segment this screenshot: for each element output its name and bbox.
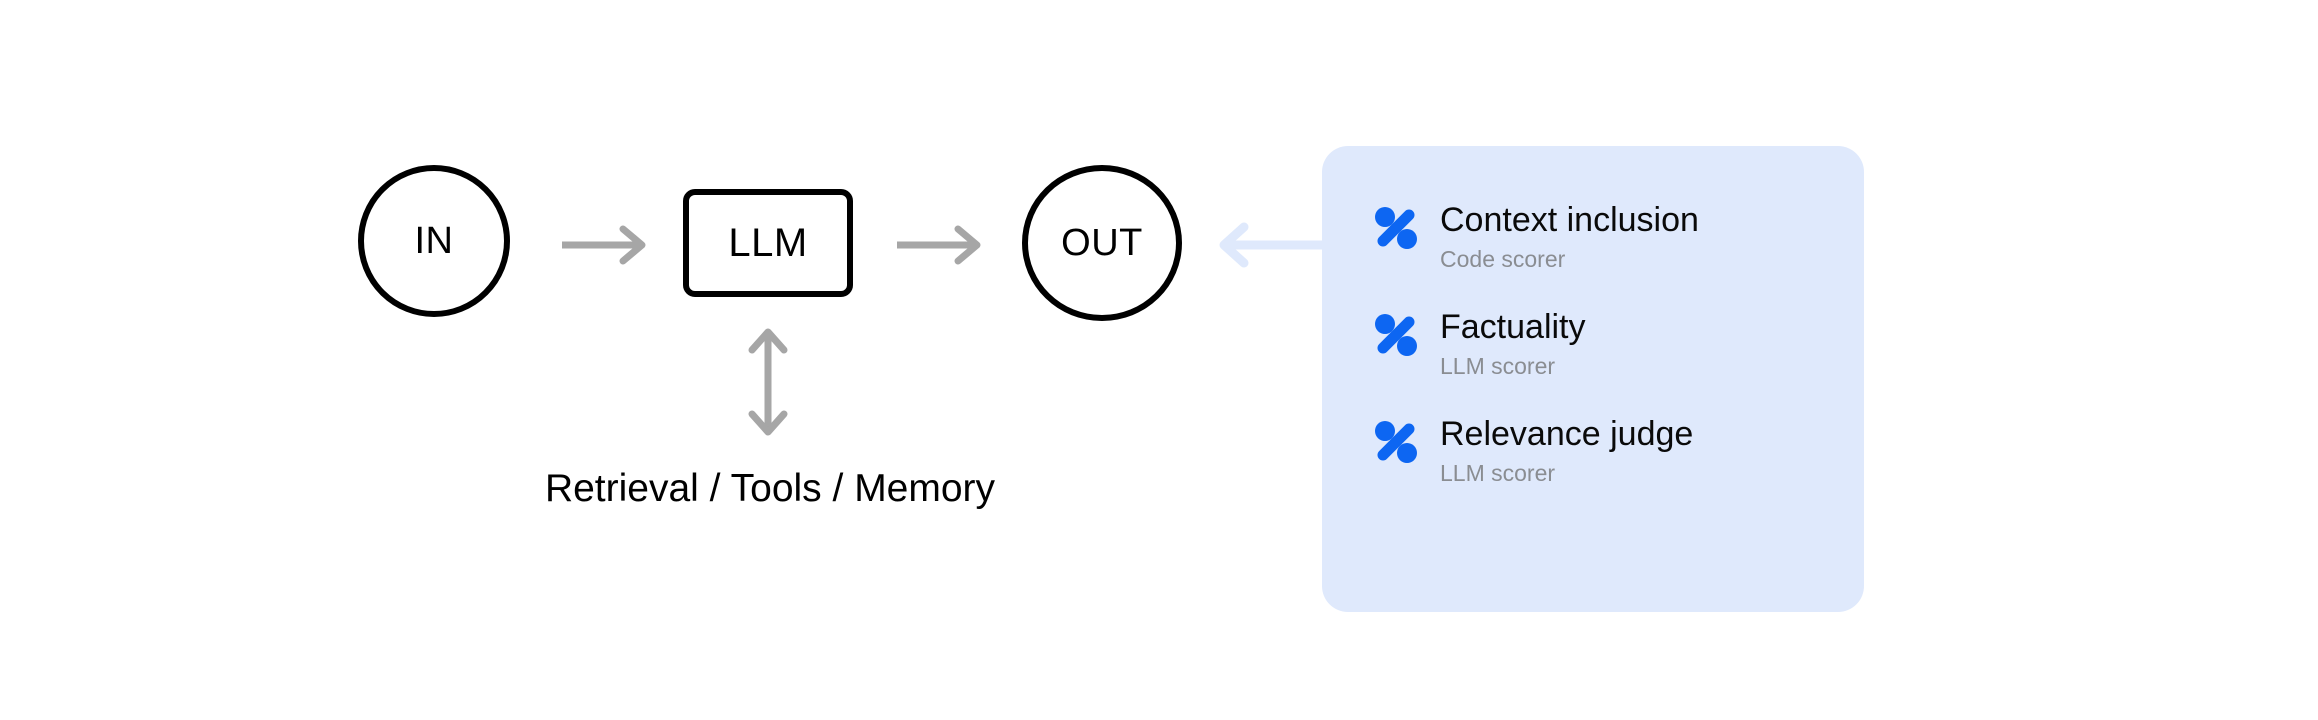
percent-scorer-icon — [1375, 314, 1417, 357]
percent-scorer-icon — [1375, 421, 1417, 464]
scorer-item-subtitle: Code scorer — [1440, 246, 1566, 273]
arrow-right-icon-in-to-llm — [562, 225, 646, 265]
tools-caption: Retrieval / Tools / Memory — [544, 467, 996, 510]
pipeline-node-llm: LLM — [683, 189, 853, 297]
pipeline-node-llm-label: LLM — [728, 221, 808, 265]
scorer-item-title: Relevance judge — [1440, 415, 1694, 454]
pipeline-node-out-label: OUT — [1061, 222, 1143, 264]
scorer-card: Context inclusion Code scorer Factuality… — [1322, 146, 1864, 612]
scorer-item-text: Context inclusion Code scorer — [1440, 200, 1699, 275]
pipeline-node-in: IN — [358, 165, 510, 317]
scorer-item-title: Factuality — [1440, 308, 1586, 347]
arrow-up-down-icon-llm-to-tools — [748, 328, 788, 436]
scorer-item-title: Context inclusion — [1440, 201, 1699, 239]
pipeline-node-out: OUT — [1022, 165, 1182, 321]
arrow-left-icon-card-to-out — [1219, 222, 1326, 268]
percent-scorer-icon — [1375, 207, 1417, 249]
scorer-item-text: Relevance judge LLM scorer — [1440, 414, 1693, 489]
scorer-list-item[interactable]: Factuality LLM scorer — [1374, 307, 1864, 382]
scorer-item-text: Factuality LLM scorer — [1440, 307, 1586, 382]
scorer-list-item[interactable]: Context inclusion Code scorer — [1374, 200, 1864, 275]
arrow-right-icon-llm-to-out — [897, 225, 981, 265]
scorer-item-subtitle: LLM scorer — [1440, 353, 1556, 380]
scorer-item-subtitle: LLM scorer — [1440, 460, 1556, 487]
scorer-list-item[interactable]: Relevance judge LLM scorer — [1374, 414, 1864, 489]
pipeline-node-in-label: IN — [414, 220, 454, 262]
